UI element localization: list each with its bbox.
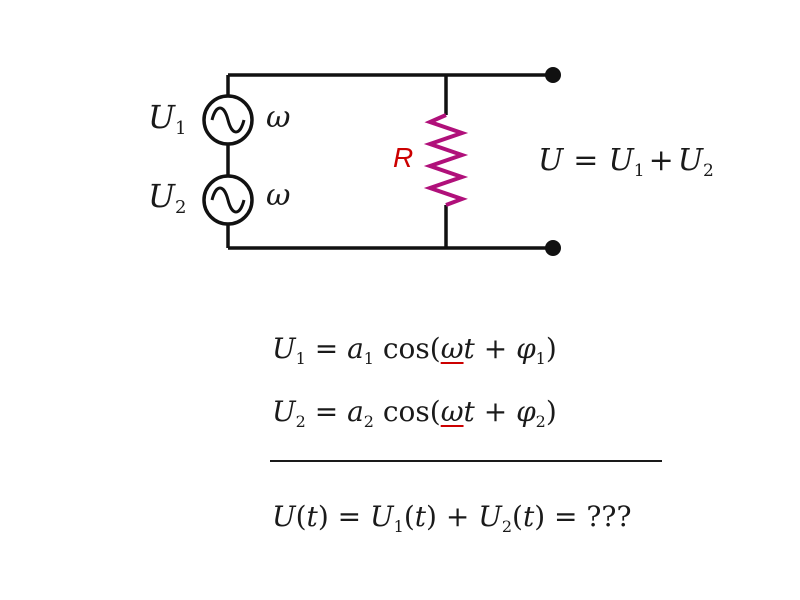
ac-source-1 (202, 94, 254, 146)
equation-divider (270, 460, 662, 462)
terminal-top-dot (545, 67, 561, 83)
omega-symbol: ω (440, 332, 464, 365)
source2-frequency: ω (266, 178, 290, 213)
source1-label: U1 (148, 98, 186, 139)
terminal-bottom-dot (545, 240, 561, 256)
resistor-label: R (393, 142, 413, 173)
total-voltage-equation: U=U1+U2 (538, 143, 714, 181)
omega-symbol: ω (440, 395, 464, 428)
sine-wave-icon (210, 106, 246, 134)
source1-frequency: ω (266, 100, 290, 135)
ac-source-2 (202, 174, 254, 226)
equation-u1: U1 = a1 cos(ωt + φ1) (272, 332, 557, 368)
equation-result: U(t) = U1(t) + U2(t) = ??? (272, 500, 632, 536)
source2-label: U2 (148, 177, 186, 218)
circuit-wires (226, 73, 552, 250)
equation-u2: U2 = a2 cos(ωt + φ2) (272, 395, 557, 431)
resistor-zigzag (423, 113, 469, 207)
sine-wave-icon (210, 186, 246, 214)
